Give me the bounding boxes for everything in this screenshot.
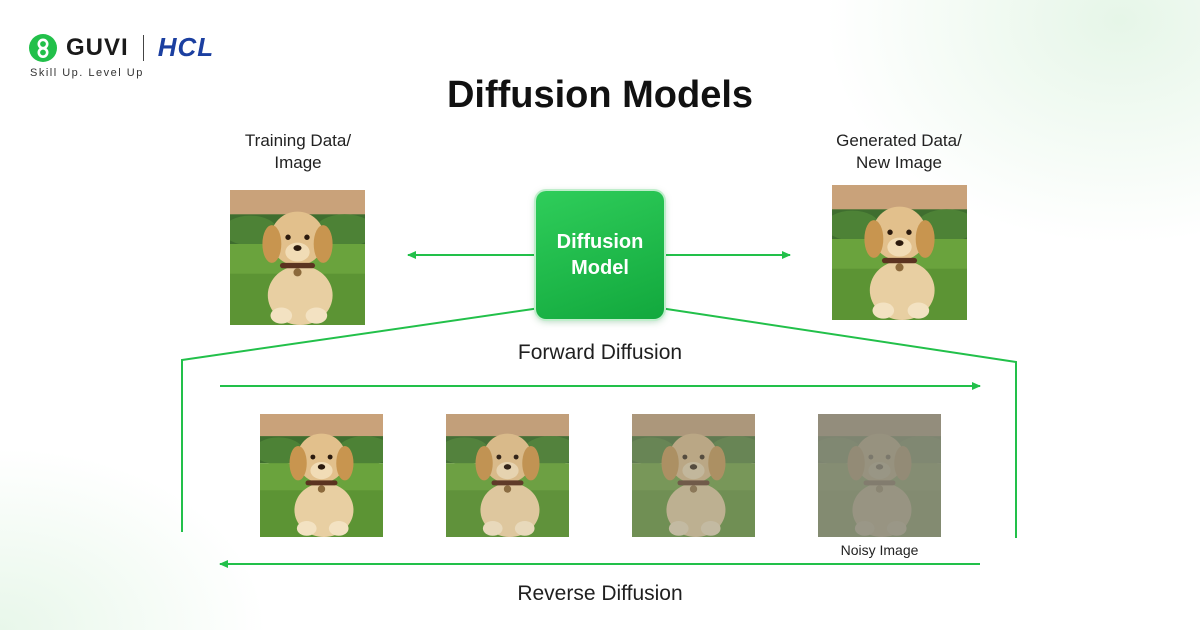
diffusion-step-image bbox=[632, 414, 755, 537]
model-label-line2: Model bbox=[571, 257, 629, 279]
training-image bbox=[230, 190, 365, 325]
guvi-logo-icon bbox=[29, 33, 57, 62]
brand-logo[interactable]: GUVI HCL Skill Up. Level Up bbox=[28, 32, 214, 92]
left-bracket-line bbox=[181, 307, 541, 532]
reverse-diffusion-label: Reverse Diffusion bbox=[517, 582, 683, 605]
generated-caption: Generated Data/ New Image bbox=[799, 130, 999, 174]
training-caption-line2: Image bbox=[274, 153, 322, 172]
diffusion-step-image bbox=[446, 414, 569, 537]
diffusion-step-image bbox=[818, 414, 941, 537]
diffusion-step-image bbox=[260, 414, 383, 537]
noisy-image-label: Noisy Image bbox=[840, 542, 919, 558]
training-caption: Training Data/ Image bbox=[208, 130, 388, 174]
training-caption-line1: Training Data/ bbox=[244, 131, 352, 150]
model-label-line1: Diffusion bbox=[556, 231, 644, 253]
right-bracket-line bbox=[659, 307, 1017, 538]
generated-caption-line1: Generated Data/ bbox=[836, 131, 962, 150]
generated-image bbox=[832, 185, 967, 320]
brand-name: GUVI bbox=[66, 33, 129, 61]
generated-caption-line2: New Image bbox=[856, 153, 942, 172]
brand-tagline: Skill Up. Level Up bbox=[30, 67, 144, 79]
brand-divider bbox=[142, 34, 144, 61]
partner-logo: HCL bbox=[157, 32, 215, 62]
forward-diffusion-label: Forward Diffusion bbox=[517, 341, 683, 364]
page-title: Diffusion Models bbox=[446, 74, 754, 116]
diffusion-model-box: Diffusion Model bbox=[536, 191, 664, 319]
